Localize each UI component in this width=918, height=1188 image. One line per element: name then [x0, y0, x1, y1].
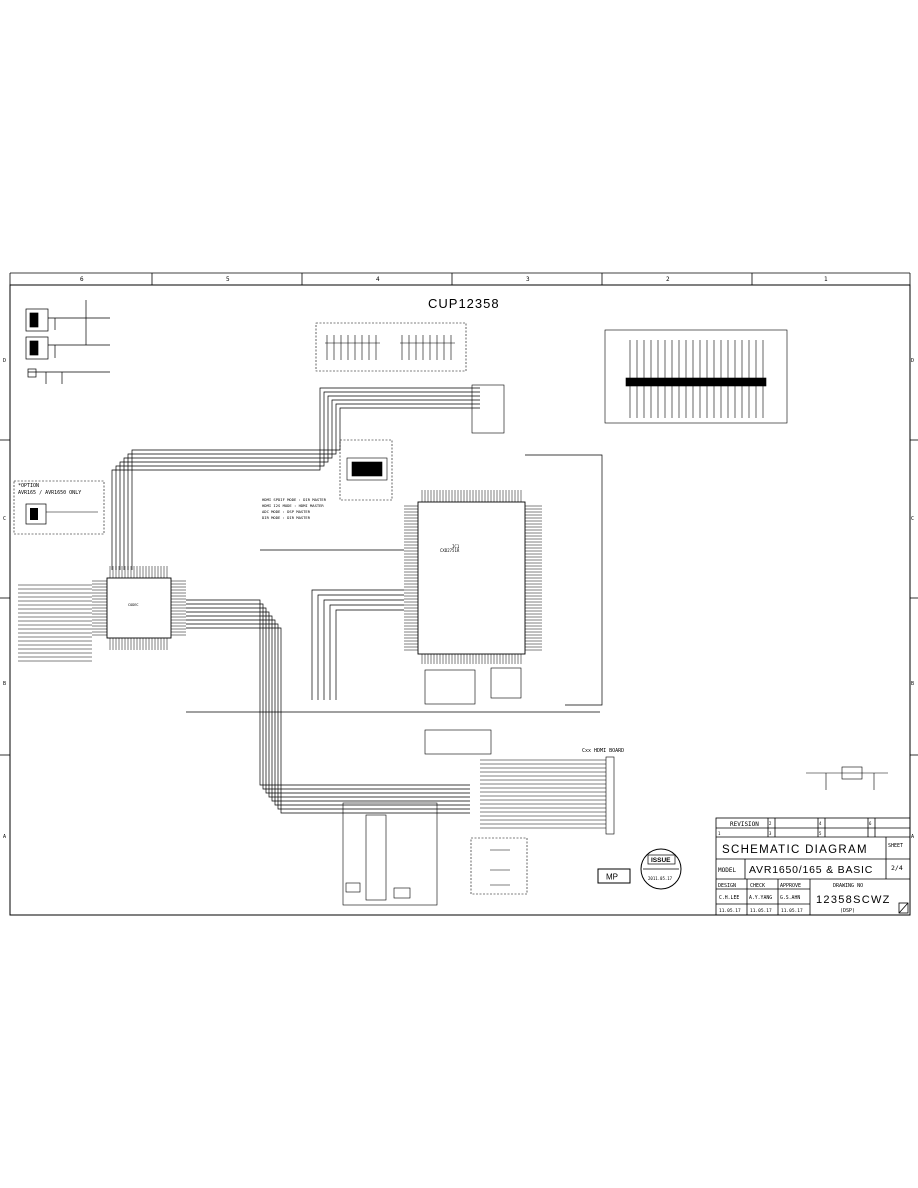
socket-block [339, 384, 505, 501]
mp-stamp-text: MP [606, 873, 618, 882]
title-block-text: REVISION 1 2 3 4 5 6 SCHEMATIC DIAGRAM S… [718, 821, 903, 914]
column-label-5: 5 [226, 276, 230, 283]
hdmi-board-label: Cxx HDMI BOARD [582, 748, 624, 754]
row-label-c-right: C [911, 516, 914, 522]
bus-wires [111, 387, 603, 814]
column-label-6: 6 [80, 276, 84, 283]
row-label-c: C [3, 516, 6, 522]
model-value: AVR1650/165 & BASIC [749, 864, 873, 876]
revision-label: REVISION [730, 821, 759, 828]
designer: C.H.LEE [719, 895, 739, 901]
regulator-block-right [806, 766, 888, 790]
column-label-4: 4 [376, 276, 380, 283]
issue-stamp: ISSUE 2011.05.17 [640, 848, 682, 890]
revision-col-1: 1 [718, 831, 721, 836]
row-label-a-right: A [911, 834, 914, 840]
approve-label: APPROVE [780, 883, 801, 889]
revision-col-4: 4 [819, 821, 822, 826]
mode-note-3: ADC MODE : DSP MASTER [262, 509, 311, 514]
mode-notes: HDMI SPDIF MODE : DIR MASTER HDMI I2S MO… [262, 497, 327, 520]
issue-stamp-date: 2011.05.17 [648, 876, 673, 881]
check-date: 11.05.17 [750, 908, 772, 914]
row-label-a: A [3, 834, 6, 840]
sheet-title: CUP12358 [428, 296, 500, 311]
design-label: DESIGN [718, 883, 736, 889]
column-label-1: 1 [824, 276, 828, 283]
header-connectors-block [315, 322, 467, 372]
dsp-chip-label: CXD2751R [440, 548, 460, 553]
revision-col-2: 2 [769, 821, 772, 826]
mp-stamp [597, 868, 631, 884]
codec-chip: CODEC [92, 566, 186, 650]
design-date: 11.05.17 [719, 908, 741, 914]
mode-note-2: HDMI I2S MODE : HDMI MASTER [262, 503, 324, 508]
check-label: CHECK [750, 883, 765, 889]
approver: G.S.AHN [780, 895, 800, 901]
bottom-connector-block [342, 802, 528, 906]
revision-col-3: 3 [769, 831, 772, 836]
sheet-label: SHEET [888, 843, 903, 849]
drawing-heading: SCHEMATIC DIAGRAM [722, 844, 868, 856]
column-label-3: 3 [526, 276, 530, 283]
issue-stamp-text: ISSUE [651, 857, 671, 864]
model-label: MODEL [718, 867, 736, 874]
approve-date: 11.05.17 [781, 908, 803, 914]
revision-col-5: 5 [819, 831, 822, 836]
dsp-chip: IC1 CXD2751R [404, 490, 542, 664]
title-block [715, 817, 911, 916]
mode-note-1: HDMI SPDIF MODE : DIR MASTER [262, 497, 327, 502]
row-label-d: D [3, 358, 6, 364]
mode-note-4: DIR MODE : DIR MASTER [262, 515, 311, 520]
regulator-block-top-left [25, 300, 110, 384]
svg-text:CODEC: CODEC [128, 603, 139, 607]
revision-col-6: 6 [869, 821, 872, 826]
column-label-2: 2 [666, 276, 670, 283]
sheet-value: 2/4 [891, 864, 903, 872]
option-note-line1: *OPTION [18, 483, 39, 489]
option-block: *OPTION AVR165 / AVR1650 ONLY [13, 480, 105, 535]
option-note-line2: AVR165 / AVR1650 ONLY [18, 490, 81, 496]
svg-text:IC1: IC1 [452, 544, 460, 549]
row-label-d-right: D [911, 358, 914, 364]
row-label-b: B [3, 681, 6, 687]
hdmi-board-connector: Cxx HDMI BOARD [480, 748, 624, 835]
sheet-border [9, 284, 911, 916]
drawing-sub: (DSP) [840, 908, 855, 914]
lower-resistor-arrays [424, 667, 522, 755]
row-label-b-right: B [911, 681, 914, 687]
drawing-no: 12358SCWZ [816, 894, 891, 906]
checker: A.Y.YANG [749, 895, 772, 901]
drawing-no-label: DRAWING NO [833, 883, 863, 889]
top-right-ic [604, 329, 788, 424]
